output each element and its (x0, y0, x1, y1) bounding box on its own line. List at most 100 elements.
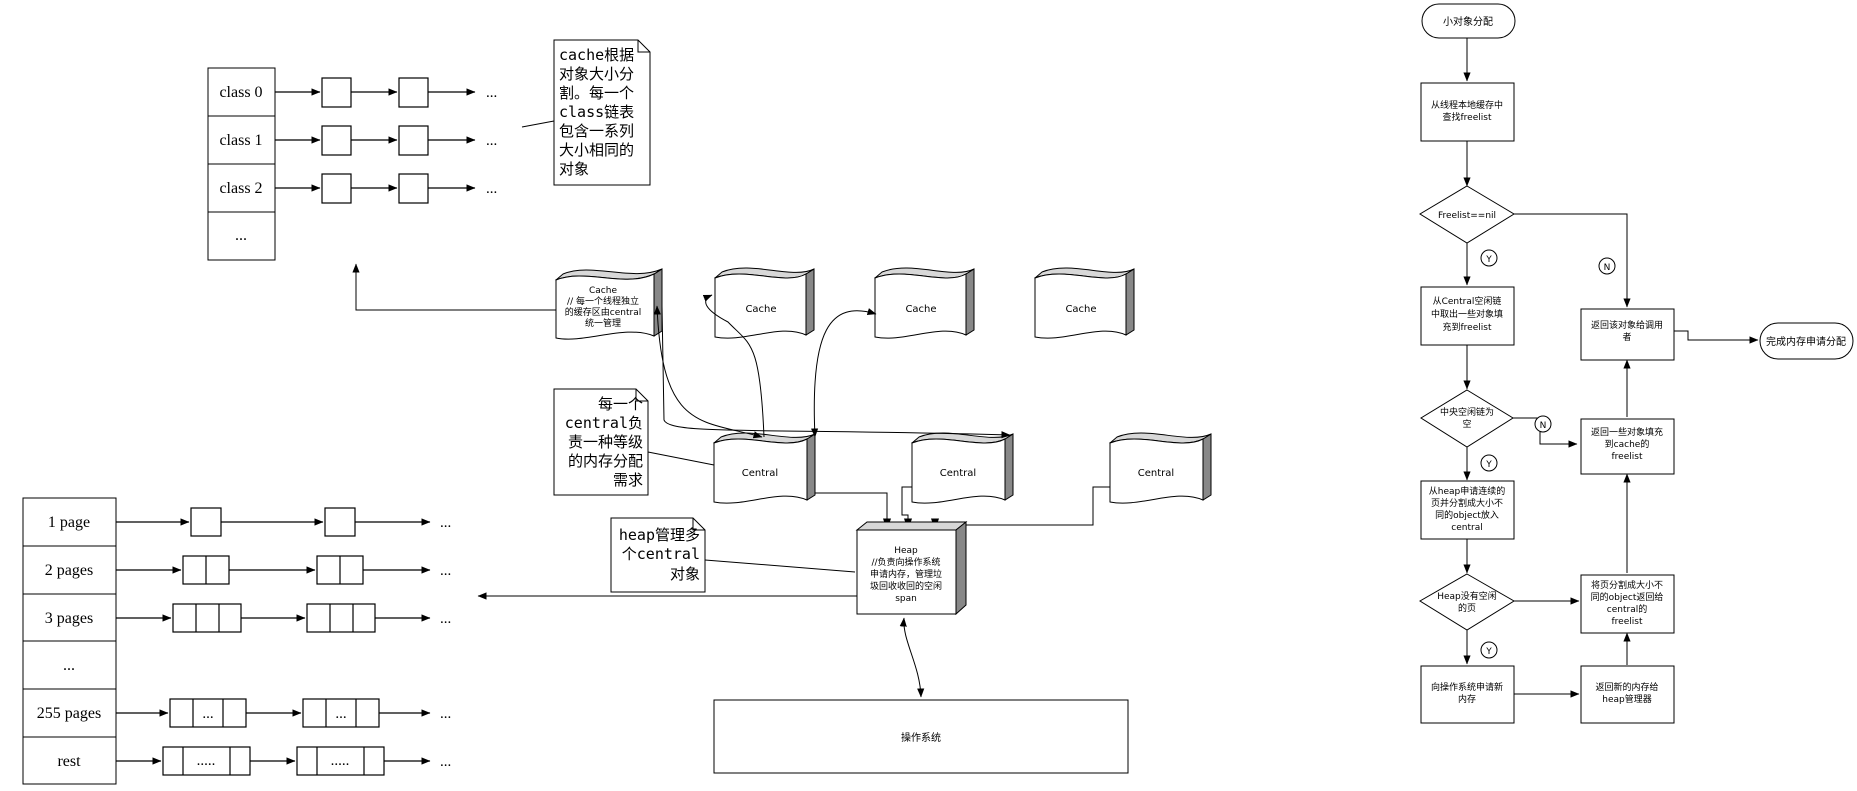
class-0-label: class 0 (219, 84, 262, 101)
flow-end (1759, 322, 1854, 360)
cache-3-label: Cache (905, 304, 936, 315)
flow-cond2-line-1: 中央空闲链为 (1440, 406, 1494, 418)
page-span-lists (116, 507, 431, 776)
pages-255-ellipsis: ... (440, 706, 451, 722)
flow-cond-heap-no-free (1419, 573, 1515, 631)
class-1-ellipsis: ... (486, 133, 497, 149)
flow-find-line-2: 查找freelist (1443, 111, 1492, 123)
os-label: 操作系统 (901, 731, 941, 744)
flow-heap-req-line-1: 从heap申请连续的 (1429, 485, 1505, 497)
class-more-label: ... (235, 227, 247, 244)
flow-no-1: N (1604, 263, 1611, 273)
cache-note: cache根据 对象大小分 割。每一个 class链表 包含一系列 大小相同的 … (521, 39, 651, 186)
cache-main-line-4: 统一管理 (585, 317, 621, 329)
flow-split-line-2: 同的object返回给 (1591, 591, 1664, 603)
class-linked-lists (275, 77, 476, 204)
pages-rest-label: rest (57, 753, 81, 770)
flow-cond2-line-2: 空 (1462, 418, 1471, 430)
flow-cond-freelist-nil (1419, 185, 1515, 244)
flow-cond3-line-2: 的页 (1458, 602, 1476, 614)
flow-split-pages (1580, 574, 1675, 634)
flow-fill-from-central (1420, 286, 1515, 346)
cache-main: Cache // 每一个线程独立 的缓存区由central 统一管理 (554, 268, 663, 340)
pages-more-label: ... (63, 657, 75, 674)
pages-rest-ellipsis: ... (440, 754, 451, 770)
central-1-label: Central (742, 468, 778, 479)
flow-yes-3: Y (1485, 647, 1492, 657)
heap-title: Heap (894, 546, 918, 556)
flow-return-cache-line-3: freelist (1612, 452, 1643, 462)
central-note-line-5: 需求 (613, 471, 643, 489)
flow-return-caller-line-1: 返回该对象给调用 (1591, 319, 1663, 331)
flow-return-heap-line-2: heap管理器 (1602, 693, 1651, 705)
flow-fill-line-3: 充到freelist (1443, 321, 1492, 333)
central-1: Central (712, 432, 816, 504)
cache-main-title: Cache (589, 286, 617, 296)
flow-fill-line-1: 从Central空闲链 (1433, 295, 1502, 307)
central-2: Central (910, 432, 1014, 504)
flow-os-req-line-1: 向操作系统申请新 (1431, 681, 1503, 693)
span-255-dots-1: ... (202, 706, 213, 722)
central-3-label: Central (1138, 468, 1174, 479)
flow-heap-req-line-3: 同的object放入 (1435, 509, 1499, 521)
flow-return-heap (1580, 665, 1675, 724)
flow-cond3-line-1: Heap没有空闲 (1437, 590, 1497, 602)
cache-note-line-7: 对象 (559, 160, 589, 178)
cache-2: Cache (713, 267, 815, 339)
cache-note-line-2: 对象大小分 (559, 65, 634, 83)
span-rest-dots-1: ..... (197, 753, 216, 769)
heap-note-line-1: heap管理多 (619, 526, 700, 544)
cache-note-line-1: cache根据 (559, 46, 634, 64)
flow-find-line-1: 从线程本地缓存中 (1431, 99, 1503, 111)
pages-3-label: 3 pages (45, 610, 93, 627)
flow-os-req-line-2: 内存 (1458, 693, 1476, 705)
heap-line-5: span (895, 594, 917, 604)
flow-start-label: 小对象分配 (1443, 15, 1493, 28)
flow-return-caller-line-2: 者 (1622, 332, 1631, 343)
central-note-line-1: 每一个 (598, 395, 643, 413)
flow-return-cache-line-1: 返回一些对象填充 (1591, 426, 1663, 438)
cache-4-label: Cache (1065, 304, 1096, 315)
cache-4: Cache (1033, 267, 1135, 339)
heap-line-3: 申请内存，管理垃 (870, 568, 942, 580)
pages-1-label: 1 page (48, 514, 90, 531)
heap-note-line-3: 对象 (670, 565, 700, 583)
flow-yes-1: Y (1485, 255, 1492, 265)
central-note-line-4: 的内存分配 (568, 452, 643, 470)
heap-box: Heap //负责向操作系统 申请内存，管理垃 圾回收收回的空闲 span (855, 520, 968, 616)
pages-2-ellipsis: ... (440, 563, 451, 579)
flow-start (1421, 3, 1516, 39)
heap-line-2: //负责向操作系统 (871, 556, 940, 568)
pages-255-label: 255 pages (37, 705, 101, 722)
flow-yes-2: Y (1485, 460, 1492, 470)
flow-heap-req-line-2: 页并分割成大小不 (1431, 497, 1503, 509)
class-table (207, 67, 276, 261)
central-note-line-2: central负 (565, 414, 643, 432)
flow-split-line-4: freelist (1612, 617, 1643, 627)
cache-note-line-6: 大小相同的 (559, 141, 634, 159)
flow-cond-central-empty (1420, 389, 1514, 448)
central-note-line-3: 责一种等级 (568, 433, 643, 451)
os-box (713, 699, 1129, 774)
class-2-ellipsis: ... (486, 181, 497, 197)
flow-return-cache (1580, 418, 1675, 475)
flow-yn-markers (1480, 249, 1616, 659)
heap-line-4: 圾回收收回的空闲 (870, 580, 942, 592)
span-255-dots-2: ... (335, 706, 346, 722)
flow-fill-line-2: 中取出一些对象填 (1431, 308, 1503, 320)
pages-table (22, 497, 117, 785)
flow-return-heap-line-1: 返回新的内存给 (1595, 681, 1658, 693)
class-2-label: class 2 (219, 180, 262, 197)
flow-os-request (1420, 665, 1515, 724)
central-2-label: Central (940, 468, 976, 479)
flow-no-2: N (1540, 421, 1547, 431)
central-note: 每一个 central负 责一种等级 的内存分配 需求 (553, 388, 715, 496)
cache-note-line-5: 包含一系列 (559, 122, 634, 140)
flow-heap-req-line-4: central (1451, 523, 1482, 533)
span-rest-dots-2: ..... (331, 753, 350, 769)
cache-main-line-3: 的缓存区由central (565, 306, 641, 318)
central-3: Central (1108, 432, 1212, 504)
cache-to-class-table-arrow (352, 263, 556, 311)
flow-find-freelist (1420, 82, 1515, 142)
